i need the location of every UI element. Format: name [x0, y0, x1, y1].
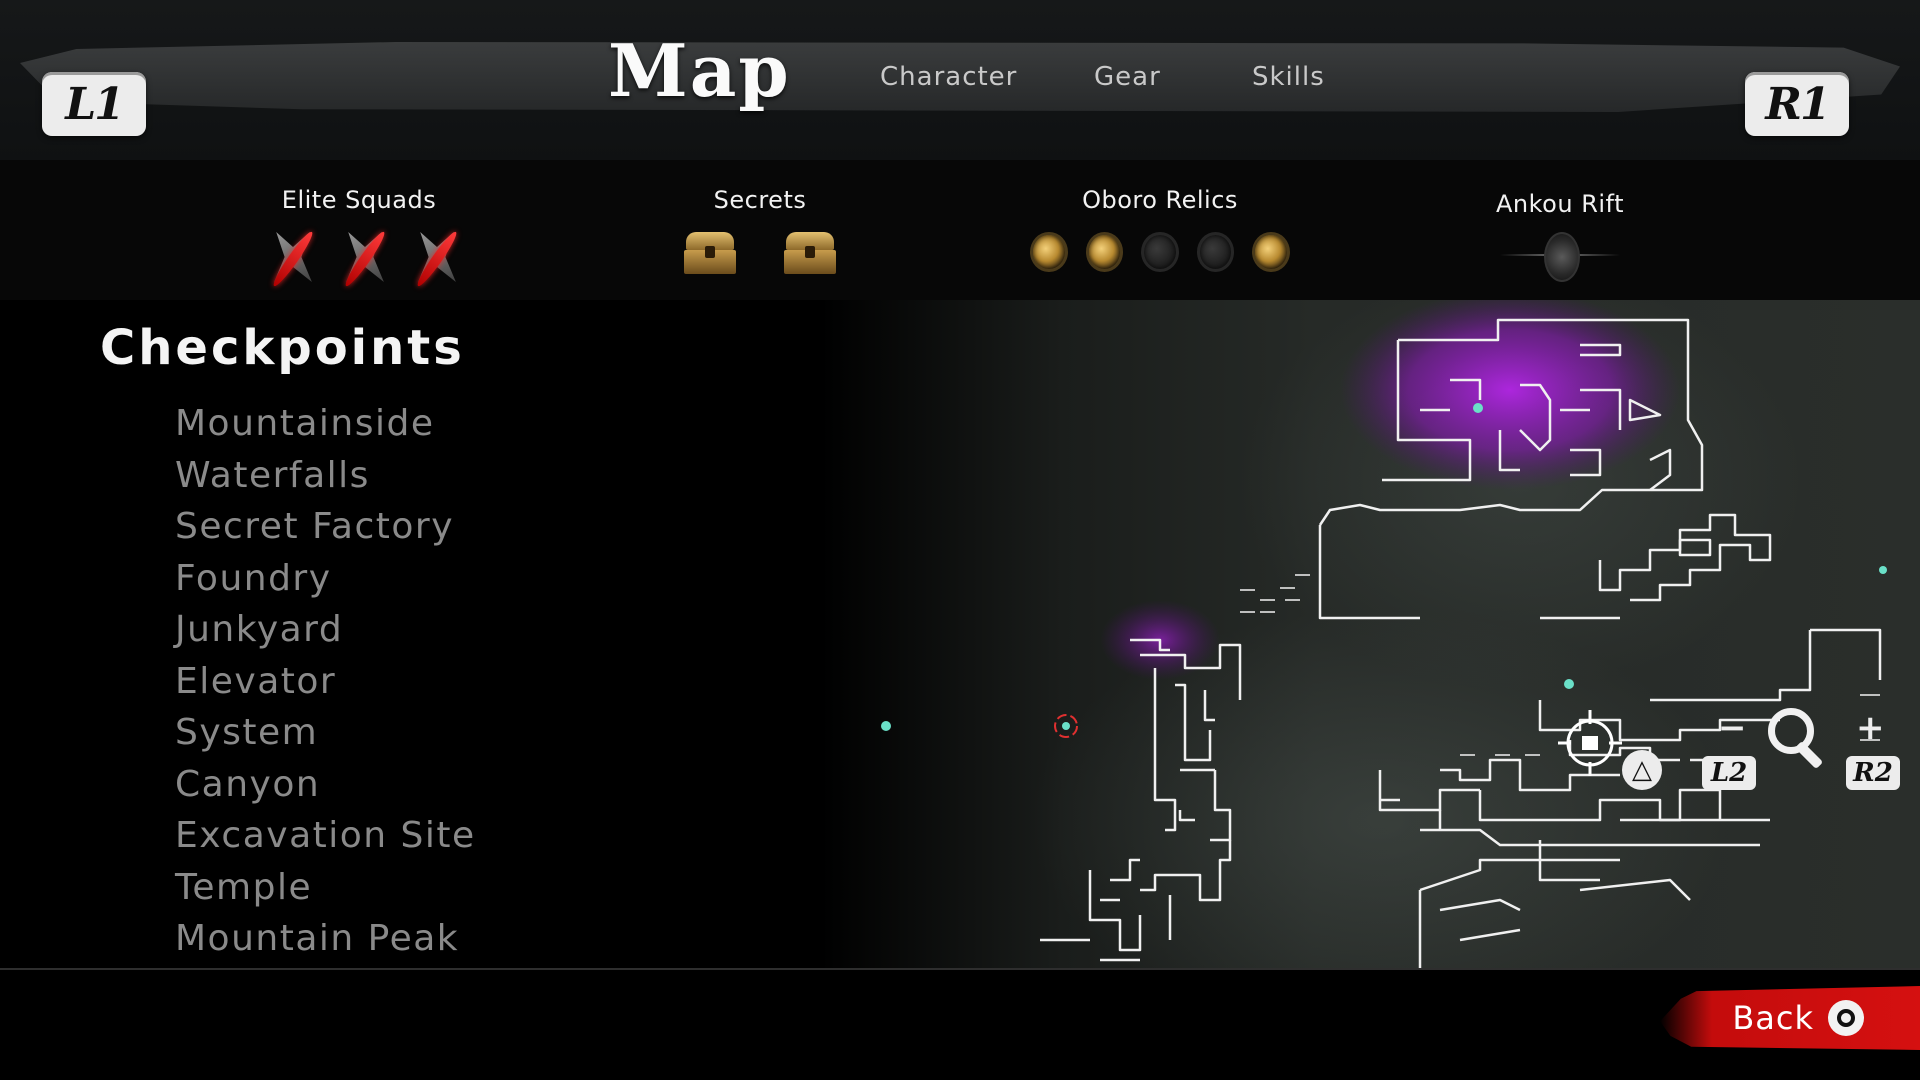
- tab-gear[interactable]: Gear: [1094, 62, 1161, 92]
- elite-squads-group: Elite Squads: [264, 186, 461, 289]
- back-button[interactable]: Back: [1660, 986, 1920, 1050]
- ankou-rift-group: Ankou Rift: [1440, 190, 1680, 284]
- zoom-minus-icon: −: [1718, 708, 1747, 748]
- level-map[interactable]: △ L2 − + R2: [820, 300, 1920, 968]
- relic-coin-icon: [1141, 232, 1179, 272]
- triangle-button[interactable]: △: [1622, 750, 1662, 790]
- tab-skills[interactable]: Skills: [1252, 62, 1325, 92]
- zoom-plus-icon: +: [1856, 708, 1885, 748]
- ankou-rift-label: Ankou Rift: [1496, 190, 1624, 218]
- checkpoint-item[interactable]: System: [175, 712, 319, 753]
- rift-icon: [1500, 226, 1620, 284]
- footer: Back: [0, 970, 1920, 1080]
- checkpoint-item[interactable]: Mountain Peak: [175, 918, 460, 959]
- treasure-chest-icon: [782, 228, 838, 276]
- treasure-chest-icon: [682, 228, 738, 276]
- checkpoint-list: Mountainside Waterfalls Secret Factory F…: [175, 398, 476, 965]
- tab-map[interactable]: Map: [608, 28, 791, 113]
- divider: [0, 968, 1920, 970]
- checkpoint-marker-icon: [881, 721, 891, 731]
- elite-squads-icons: [264, 228, 461, 289]
- checkpoint-marker-icon: [1879, 566, 1887, 574]
- checkpoint-item[interactable]: Temple: [175, 866, 313, 908]
- l1-button[interactable]: L1: [42, 72, 146, 136]
- elite-squads-label: Elite Squads: [281, 186, 437, 214]
- secrets-label: Secrets: [713, 186, 807, 214]
- circle-button-icon: [1828, 1000, 1864, 1036]
- checkpoint-item[interactable]: Foundry: [175, 557, 332, 599]
- relic-coin-icon: [1252, 232, 1290, 272]
- relic-coin-icon: [1030, 232, 1068, 272]
- checkpoint-item[interactable]: Excavation Site: [175, 815, 476, 856]
- checkpoint-marker-icon: [1564, 679, 1574, 689]
- checkpoint-item[interactable]: Junkyard: [175, 609, 344, 650]
- crossed-blade-icon: [408, 228, 461, 289]
- secrets-icons: [670, 228, 850, 276]
- player-location-icon: [1054, 714, 1078, 738]
- checkpoints-title: Checkpoints: [100, 320, 465, 376]
- crosshair-icon: [1558, 710, 1622, 776]
- back-label: Back: [1732, 999, 1814, 1037]
- magnifier-icon: [1768, 708, 1814, 754]
- map-layout: [881, 300, 1887, 968]
- checkpoint-item[interactable]: Waterfalls: [175, 454, 370, 496]
- crossed-blade-icon: [336, 228, 389, 289]
- checkpoint-item[interactable]: Canyon: [175, 763, 321, 805]
- tab-bar: L1 Map Character Gear Skills R1: [0, 0, 1920, 160]
- zoom-out-l2-button[interactable]: L2: [1702, 756, 1756, 790]
- checkpoint-item[interactable]: Elevator: [175, 660, 337, 702]
- collectibles-row: Elite Squads Secrets Oboro Relics: [0, 160, 1920, 302]
- checkpoint-item[interactable]: Secret Factory: [175, 506, 455, 547]
- oboro-relics-group: Oboro Relics: [1030, 186, 1290, 272]
- secrets-group: Secrets: [670, 186, 850, 276]
- zoom-in-r2-button[interactable]: R2: [1846, 756, 1900, 790]
- crossed-blade-icon: [264, 228, 317, 289]
- checkpoint-item[interactable]: Mountainside: [175, 403, 435, 444]
- oboro-relics-icons: [1030, 232, 1290, 272]
- oboro-relics-label: Oboro Relics: [1082, 186, 1238, 214]
- tab-strip-brush: [20, 42, 1900, 112]
- tab-character[interactable]: Character: [880, 62, 1018, 92]
- relic-coin-icon: [1196, 232, 1235, 272]
- checkpoint-marker-icon: [1473, 403, 1483, 413]
- relic-coin-icon: [1085, 232, 1124, 272]
- r1-button[interactable]: R1: [1745, 72, 1849, 136]
- ankou-rift-icons: [1440, 226, 1680, 284]
- main-panel: △ L2 − + R2 Checkpoints Mountainside Wat…: [0, 300, 1920, 970]
